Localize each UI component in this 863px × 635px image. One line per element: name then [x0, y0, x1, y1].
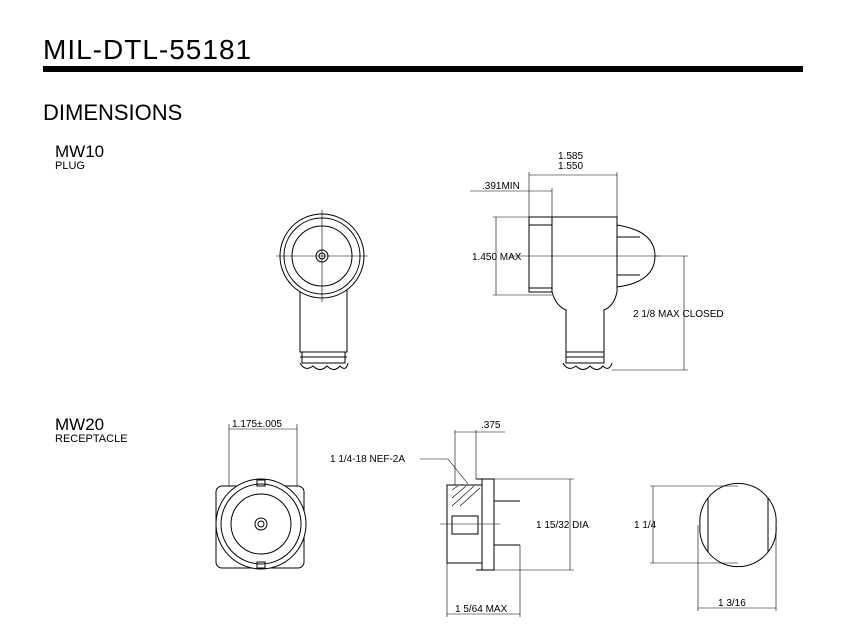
dim-2-1-8-max-closed: 2 1/8 MAX CLOSED [633, 309, 724, 320]
title-underline [43, 66, 803, 72]
dim-1-5-64-max: 1 5/64 MAX [455, 604, 508, 615]
dim-1-1-4: 1 1/4 [634, 520, 657, 531]
mw20-side-view [420, 430, 574, 617]
dim-391-min: .391MIN [482, 181, 520, 192]
dim-1550: 1.550 [558, 161, 583, 172]
mw20-panel-cutout [650, 482, 777, 611]
mw10-model-label: MW10 [55, 142, 105, 161]
dim-1175: 1.175±.005 [232, 419, 282, 430]
dim-thread: 1 1/4-18 NEF-2A [330, 454, 405, 465]
section-heading: DIMENSIONS [43, 100, 183, 125]
mw20-front-view [215, 424, 307, 570]
mw20-model-label: MW20 [55, 415, 105, 434]
mw10-front-view [276, 210, 368, 370]
dim-375: .375 [481, 420, 501, 431]
mw10-side-view [470, 172, 688, 371]
mw10-type-label: PLUG [55, 160, 85, 172]
mw20-type-label: RECEPTACLE [55, 433, 128, 445]
dim-1-3-16: 1 3/16 [718, 598, 746, 609]
dim-1585: 1.585 [558, 151, 583, 162]
dim-1-15-32-dia: 1 15/32 DIA [536, 520, 589, 531]
page-title: MIL-DTL-55181 [43, 34, 253, 65]
dim-1450-max: 1.450 MAX [472, 252, 522, 263]
